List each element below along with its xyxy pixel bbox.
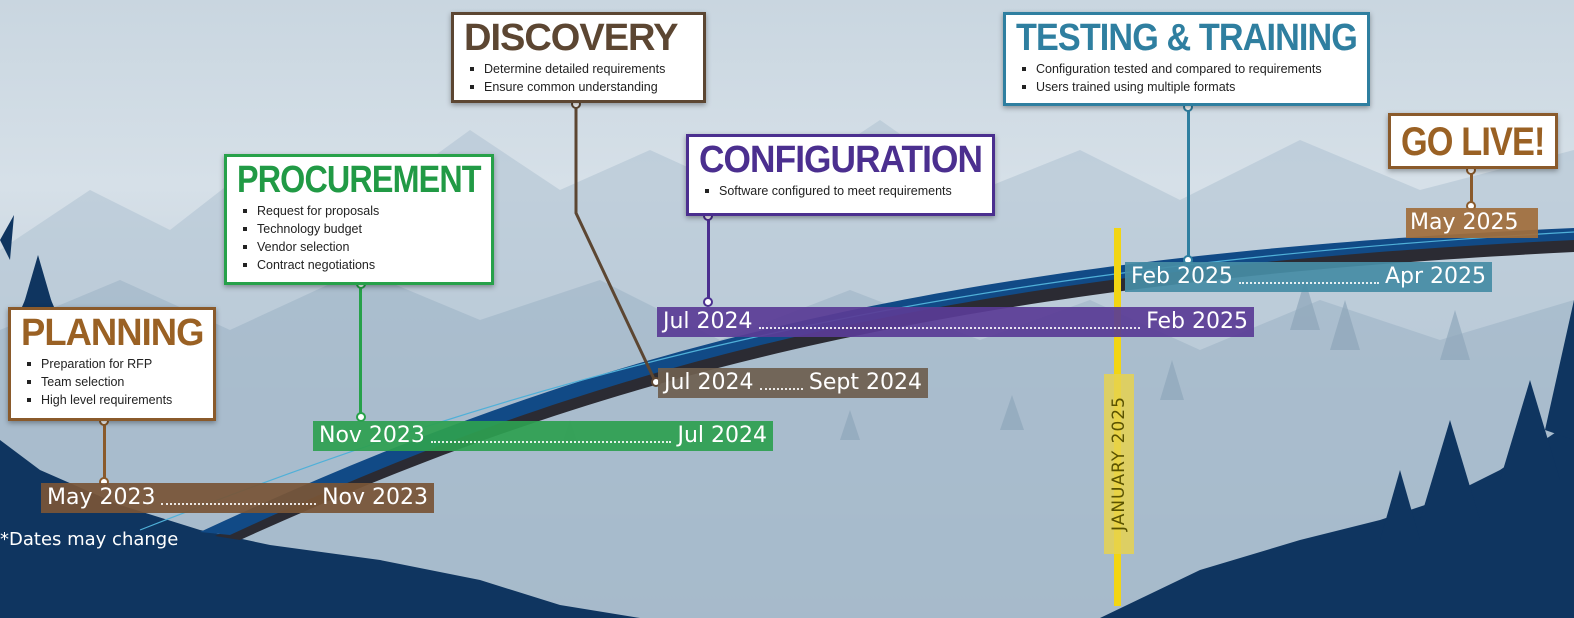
mid-mountains	[0, 270, 1574, 618]
planning-item: Preparation for RFP	[21, 355, 203, 373]
planning-item: High level requirements	[21, 391, 203, 409]
testing-training-date-range: Feb 2025 Apr 2025	[1125, 262, 1492, 292]
discovery-start-date: Jul 2024	[664, 370, 754, 395]
discovery-title: DISCOVERY	[464, 17, 678, 59]
procurement-connector	[359, 283, 362, 418]
discovery-date-range: Jul 2024 Sept 2024	[658, 368, 928, 398]
configuration-phase-box: CONFIGURATION Software configured to mee…	[686, 134, 995, 216]
testing-training-item: Users trained using multiple formats	[1016, 78, 1357, 96]
timeline-arc-highlight	[139, 231, 1574, 531]
date-range-dots	[759, 388, 803, 390]
footnote: *Dates may change	[0, 529, 179, 550]
go-live-box: GO LIVE!	[1388, 113, 1558, 169]
procurement-phase-box: PROCUREMENT Request for proposals Techno…	[224, 154, 494, 285]
testing-connector	[1187, 106, 1190, 260]
date-range-dots	[161, 503, 317, 505]
testing-training-end-date: Apr 2025	[1384, 264, 1486, 289]
go-live-date: May 2025	[1406, 208, 1538, 238]
procurement-items: Request for proposals Technology budget …	[237, 202, 481, 274]
discovery-items: Determine detailed requirements Ensure c…	[464, 60, 693, 96]
discovery-item: Ensure common understanding	[464, 78, 693, 96]
procurement-item: Contract negotiations	[237, 256, 481, 274]
planning-start-date: May 2023	[47, 485, 156, 510]
date-range-dots	[430, 441, 672, 443]
procurement-start-date: Nov 2023	[319, 423, 425, 448]
procurement-date-range: Nov 2023 Jul 2024	[313, 421, 773, 451]
configuration-items: Software configured to meet requirements	[699, 182, 982, 200]
configuration-item: Software configured to meet requirements	[699, 182, 982, 200]
testing-training-items: Configuration tested and compared to req…	[1016, 60, 1357, 96]
go-live-date-text: May 2025	[1410, 210, 1519, 235]
procurement-title: PROCUREMENT	[237, 159, 482, 201]
planning-date-range: May 2023 Nov 2023	[41, 483, 434, 513]
procurement-end-date: Jul 2024	[677, 423, 767, 448]
planning-phase-box: PLANNING Preparation for RFP Team select…	[8, 307, 216, 421]
procurement-item: Technology budget	[237, 220, 481, 238]
testing-training-start-date: Feb 2025	[1131, 264, 1233, 289]
planning-end-date: Nov 2023	[322, 485, 428, 510]
testing-training-item: Configuration tested and compared to req…	[1016, 60, 1357, 78]
configuration-start-date: Jul 2024	[663, 309, 753, 334]
procurement-item: Request for proposals	[237, 202, 481, 220]
golive-connector	[1470, 169, 1473, 207]
testing-training-title: TESTING & TRAINING	[1016, 17, 1358, 59]
discovery-end-date: Sept 2024	[808, 370, 922, 395]
planning-title: PLANNING	[21, 312, 204, 354]
date-range-dots	[1238, 282, 1379, 284]
date-range-dots	[758, 327, 1141, 329]
foreground-hill	[0, 440, 640, 618]
planning-item: Team selection	[21, 373, 203, 391]
go-live-title: GO LIVE!	[1401, 120, 1545, 164]
configuration-connector	[707, 216, 710, 302]
configuration-end-date: Feb 2025	[1146, 309, 1248, 334]
planning-connector	[103, 420, 106, 482]
procurement-item: Vendor selection	[237, 238, 481, 256]
foreground-hill-right	[1100, 420, 1574, 618]
foreground-trees-right	[1380, 300, 1574, 540]
discovery-item: Determine detailed requirements	[464, 60, 693, 78]
testing-training-phase-box: TESTING & TRAINING Configuration tested …	[1003, 12, 1370, 106]
planning-items: Preparation for RFP Team selection High …	[21, 355, 203, 409]
january-2025-milestone-label: JANUARY 2025	[1104, 374, 1134, 554]
configuration-date-range: Jul 2024 Feb 2025	[657, 307, 1254, 337]
configuration-connector-dot-bottom	[703, 297, 713, 307]
configuration-title: CONFIGURATION	[699, 139, 983, 181]
discovery-phase-box: DISCOVERY Determine detailed requirement…	[451, 12, 706, 103]
